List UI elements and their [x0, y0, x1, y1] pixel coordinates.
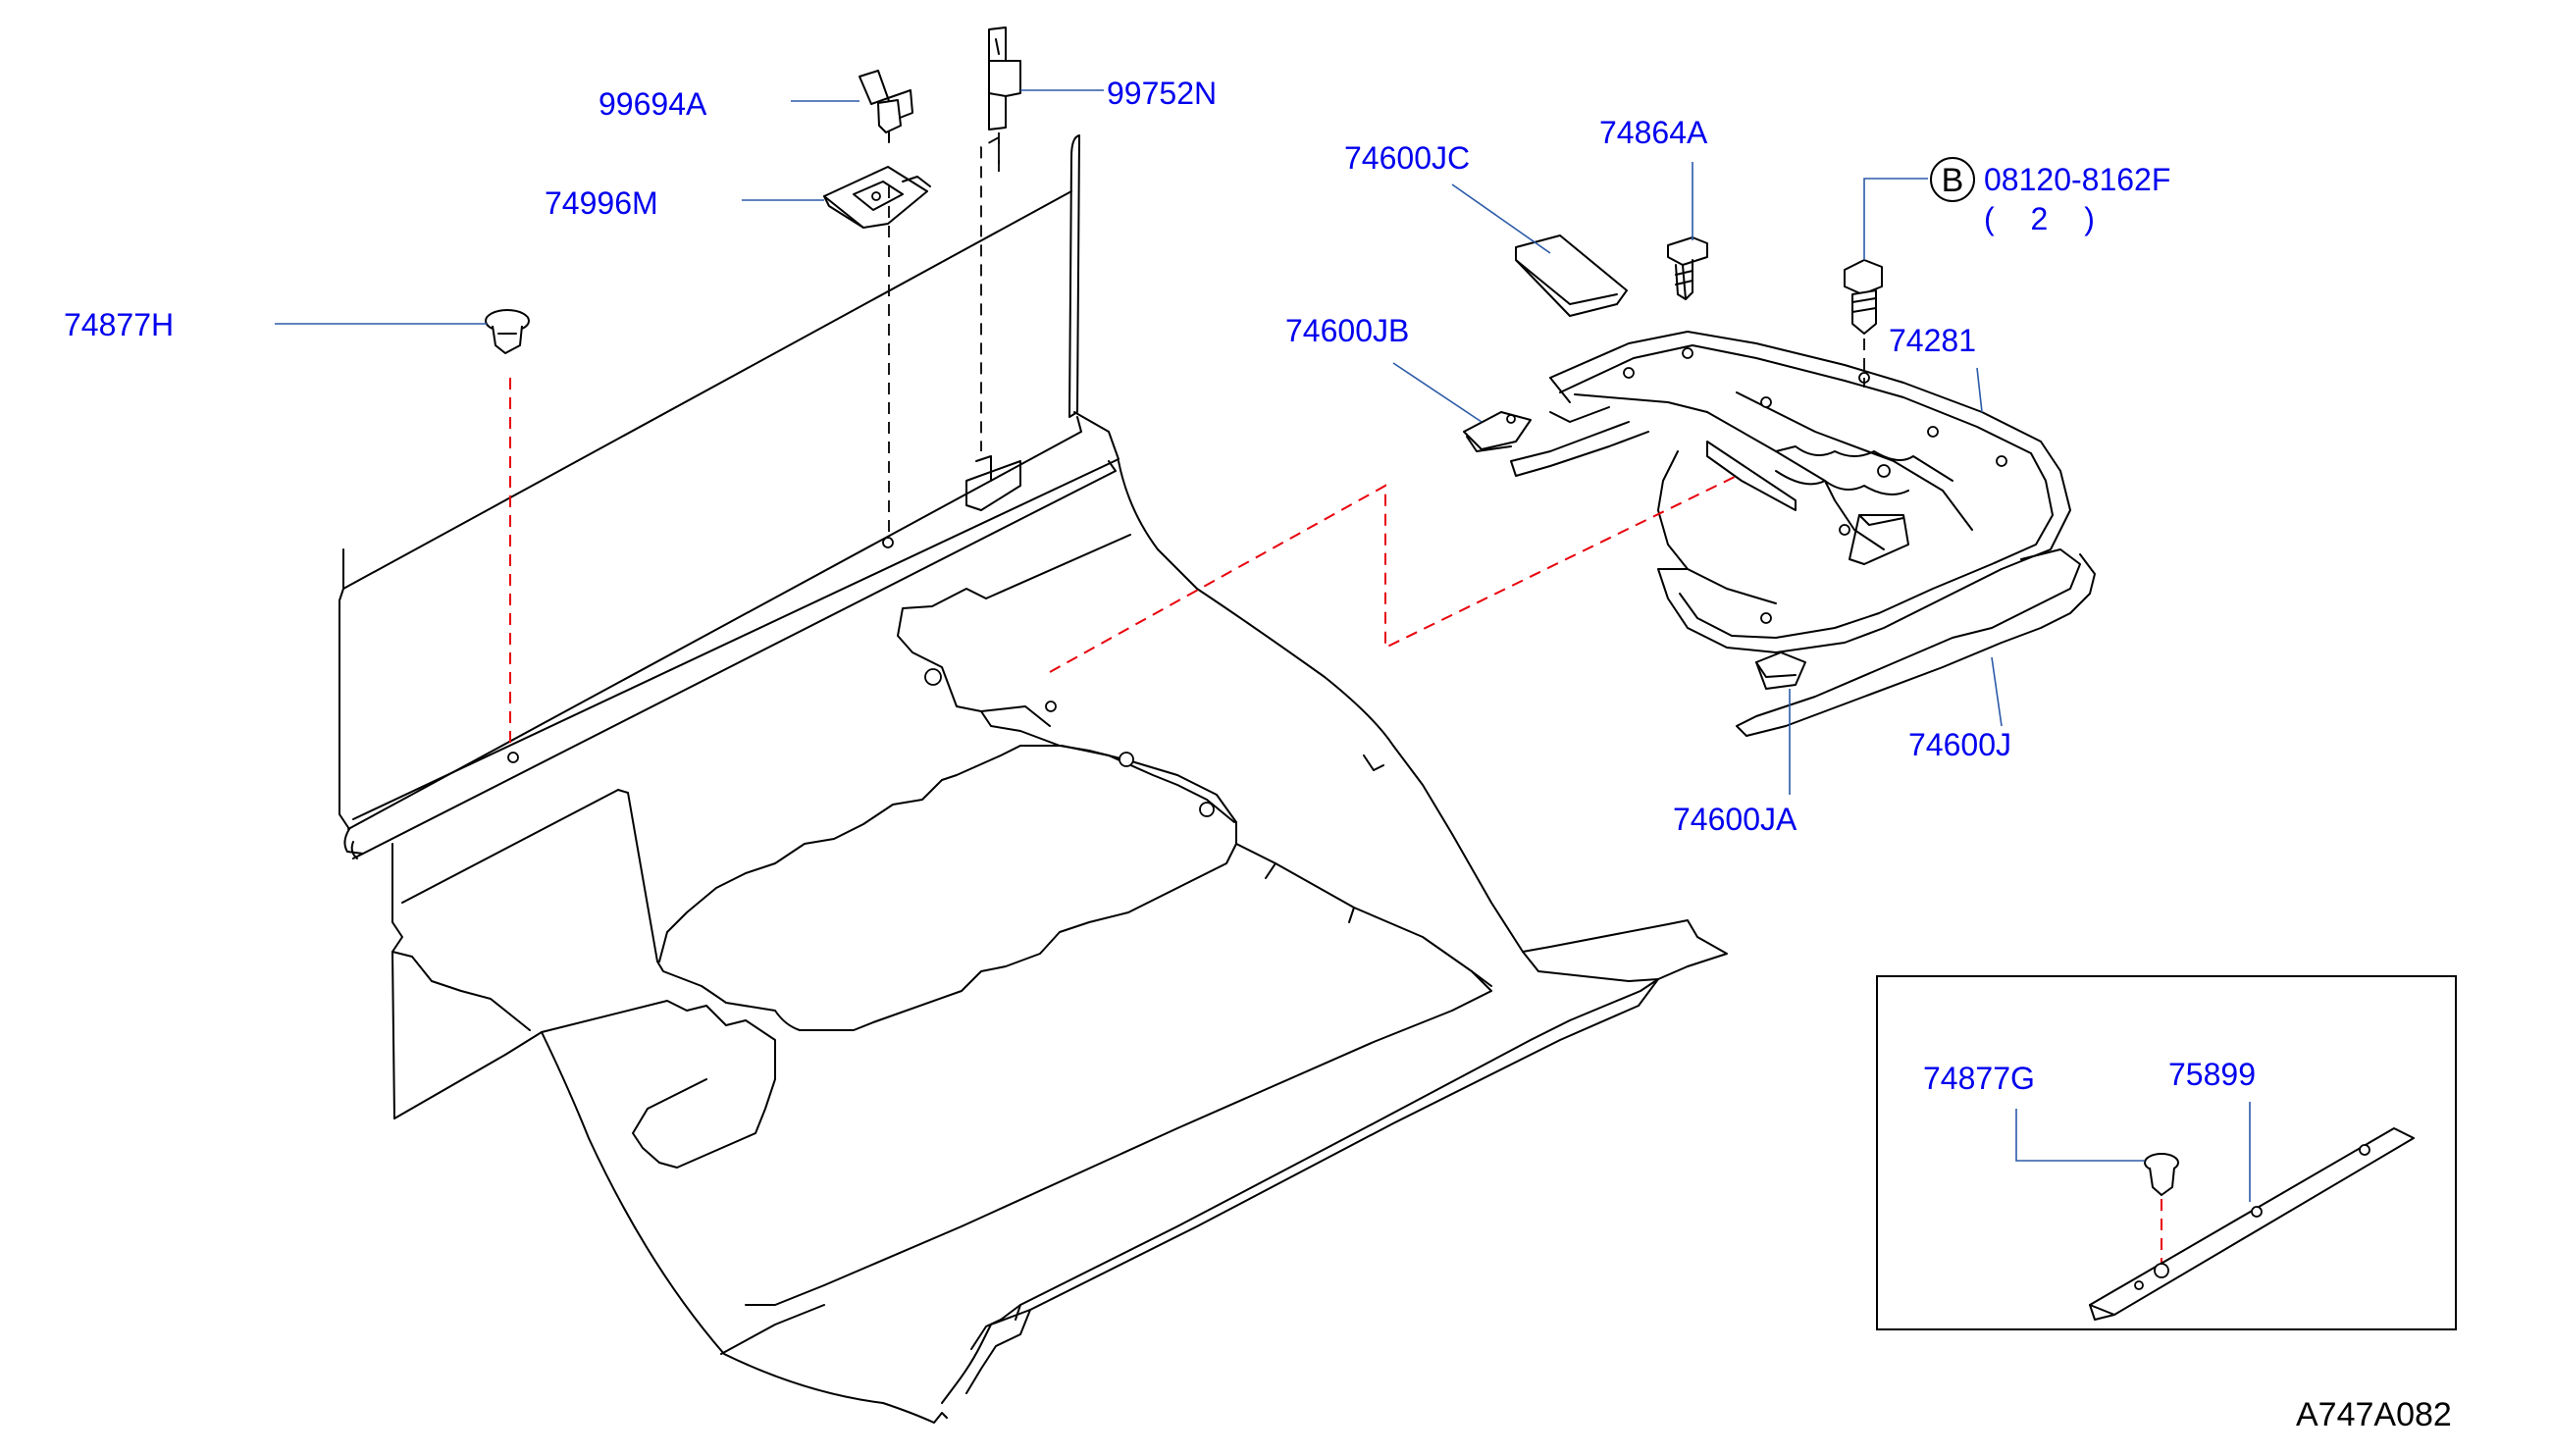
leader-08120	[1863, 178, 1928, 260]
label-74877H[interactable]: 74877H	[64, 307, 174, 342]
label-99694A[interactable]: 99694A	[599, 86, 707, 122]
label-74877G[interactable]: 74877G	[1923, 1061, 2035, 1096]
bracket-99752N-drawing	[988, 26, 1021, 172]
pad-74600JB-drawing	[1463, 411, 1532, 452]
alignment-lines	[509, 136, 2162, 1266]
pad-74600JA-drawing	[1755, 651, 1806, 690]
leader-74600JB	[1392, 362, 1483, 423]
label-74996M[interactable]: 74996M	[545, 185, 658, 221]
label-74600JA[interactable]: 74600JA	[1673, 802, 1797, 837]
clip-74877G-drawing	[2144, 1153, 2179, 1196]
marker-b-circle	[1930, 157, 1975, 202]
label-75899[interactable]: 75899	[2168, 1057, 2256, 1092]
plate-74996M-drawing	[823, 166, 931, 229]
label-74864A[interactable]: 74864A	[1599, 115, 1708, 150]
clip-74877H-drawing	[485, 309, 530, 354]
leader-74600JC	[1451, 183, 1551, 254]
label-99752N[interactable]: 99752N	[1107, 76, 1217, 111]
label-74281[interactable]: 74281	[1889, 323, 1976, 358]
label-74600JB[interactable]: 74600JB	[1285, 313, 1409, 348]
inset-detail	[1876, 975, 2457, 1330]
label-74600J[interactable]: 74600J	[1908, 727, 2011, 762]
bolt-08120-drawing	[1844, 259, 1883, 388]
part-labels: 99694A 99752N 74996M 74877H 74600JC 7486…	[64, 76, 2256, 1096]
floor-carpet-drawing	[339, 134, 1728, 1424]
spare-tire-tray-drawing	[1510, 331, 2096, 737]
label-08120-8162F[interactable]: 08120-8162F	[1984, 162, 2170, 197]
pad-74600JC-drawing	[1515, 234, 1628, 317]
leader-lines	[275, 89, 2251, 1202]
label-08120-qty: ( 2 )	[1984, 201, 2109, 236]
leader-74600J	[1991, 656, 2003, 727]
leader-74877G	[2015, 1109, 2145, 1162]
leader-74281	[1976, 367, 1983, 413]
diagram-reference-code: A747A082	[2296, 1396, 2452, 1433]
bolt-74864A-drawing	[1667, 236, 1708, 300]
wing-nut-99694A-drawing	[859, 70, 913, 143]
marker-b-letter: B	[1942, 162, 1964, 199]
label-74600JC[interactable]: 74600JC	[1344, 140, 1470, 176]
